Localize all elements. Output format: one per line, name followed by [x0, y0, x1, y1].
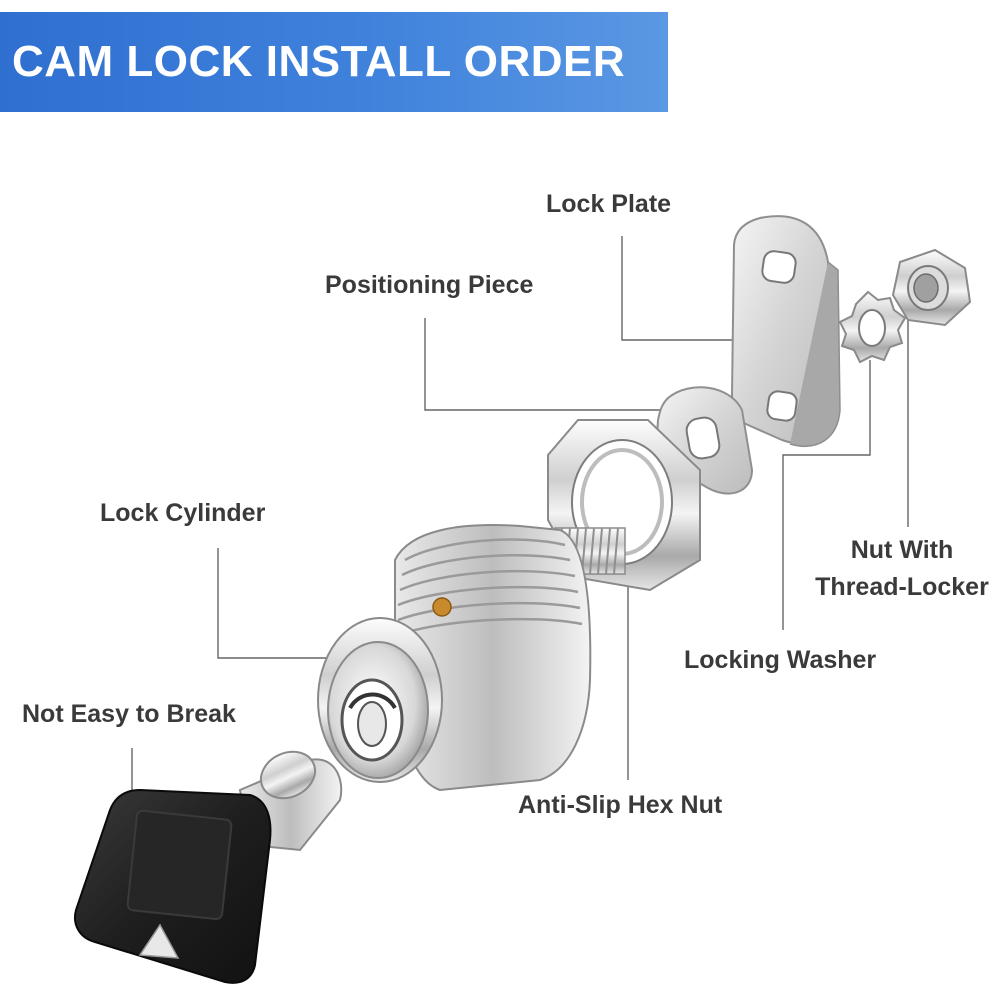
label-thread-locker-line2: Thread-Locker: [815, 573, 989, 601]
lock-cylinder-image: [317, 524, 592, 792]
label-locking-washer: Locking Washer: [684, 646, 877, 674]
key-image: [74, 750, 343, 984]
title-banner: CAM LOCK INSTALL ORDER: [0, 12, 668, 112]
lock-plate-image: [730, 215, 841, 447]
label-lock-plate: Lock Plate: [546, 190, 672, 218]
label-anti-slip-hex-nut: Anti-Slip Hex Nut: [518, 791, 723, 819]
label-nut-with-thread-locker: Nut With Thread-Locker: [806, 532, 998, 606]
label-not-easy-to-break: Not Easy to Break: [22, 700, 236, 728]
leader-positioning-piece: [424, 318, 690, 411]
nut-image: [891, 248, 972, 327]
label-positioning-piece: Positioning Piece: [325, 271, 534, 299]
locking-washer-image: [838, 290, 907, 364]
label-lock-cylinder: Lock Cylinder: [100, 499, 266, 527]
leader-locking-washer: [782, 360, 871, 630]
triangle-icon: [138, 923, 180, 959]
leader-lock-cylinder: [217, 548, 345, 659]
brass-pin-icon: [432, 597, 452, 617]
page-title: CAM LOCK INSTALL ORDER: [12, 37, 626, 86]
label-nut-with-line1: Nut With: [850, 536, 954, 564]
